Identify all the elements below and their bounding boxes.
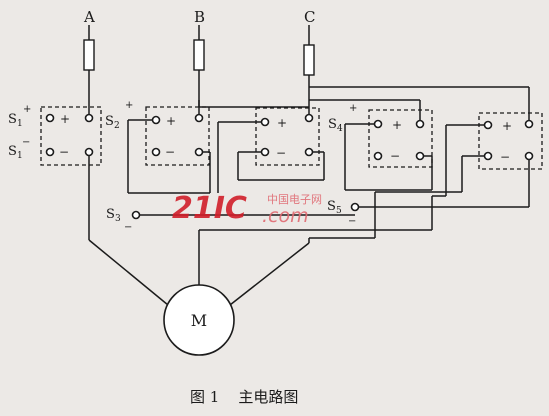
phase-c-feed — [303, 25, 315, 118]
watermark-domain: .com — [262, 205, 309, 227]
phase-label-c: C — [304, 8, 315, 26]
terminal — [45, 147, 55, 157]
switch-label-s1-bottom: S 1 − — [8, 137, 30, 161]
terminal — [304, 113, 314, 123]
plus-sign: + — [502, 119, 512, 133]
svg-text:S: S — [8, 112, 17, 127]
fuse-b — [193, 39, 205, 71]
switch-box-s2 — [145, 106, 210, 166]
minus-sign: − — [124, 222, 132, 233]
svg-text:S: S — [8, 144, 17, 159]
plus-sign: + — [392, 118, 402, 132]
svg-text:1: 1 — [17, 119, 23, 129]
svg-text:3: 3 — [115, 214, 121, 224]
bus-wires — [198, 86, 530, 124]
watermark-site-name: 中国电子网 — [267, 193, 322, 206]
svg-text:5: 5 — [336, 206, 342, 216]
terminal — [260, 147, 270, 157]
switch-box-s4 — [368, 109, 433, 168]
minus-sign: − — [165, 145, 175, 159]
minus-sign: − — [390, 149, 400, 163]
terminal — [415, 151, 425, 161]
terminal — [524, 119, 534, 129]
terminal — [151, 147, 161, 157]
plus-sign: + — [60, 112, 70, 126]
switch-label-s2: S 2 + — [105, 100, 133, 131]
switch-label-s1-top: S 1 + — [8, 104, 31, 129]
minus-sign: − — [59, 145, 69, 159]
terminal — [260, 117, 270, 127]
plus-sign: + — [23, 104, 31, 115]
polarity-marks: + − + − + − + − + − — [59, 112, 512, 164]
terminal — [415, 119, 425, 129]
switch-box-c1 — [255, 107, 320, 166]
switch-box-c2 — [478, 112, 543, 170]
plus-sign: + — [277, 116, 287, 130]
terminal-s3 — [131, 210, 141, 220]
switch-label-s4: S 4 + — [328, 103, 357, 134]
motor: M — [163, 284, 235, 356]
terminal — [151, 115, 161, 125]
watermark: 21IC 中国电子网 .com — [172, 191, 322, 227]
phase-a-feed — [83, 25, 95, 118]
terminal — [373, 151, 383, 161]
terminal — [194, 147, 204, 157]
svg-text:S: S — [105, 114, 114, 129]
plus-sign: + — [349, 103, 357, 114]
figure-caption: 图 1 主电路图 — [190, 388, 298, 406]
fuse-a — [83, 39, 95, 71]
switch-box-s1 — [40, 106, 102, 166]
terminal — [373, 119, 383, 129]
terminals — [45, 113, 534, 220]
terminal — [45, 113, 55, 123]
phase-label-a: A — [83, 8, 95, 26]
minus-sign: − — [276, 146, 286, 160]
watermark-logo: 21IC — [172, 191, 247, 226]
phase-label-b: B — [194, 8, 205, 26]
terminal — [483, 151, 493, 161]
motor-circle — [163, 284, 235, 356]
fuse-c — [303, 44, 315, 76]
minus-sign: − — [348, 216, 356, 227]
terminal — [84, 147, 94, 157]
svg-text:S: S — [327, 199, 336, 214]
terminal — [304, 147, 314, 157]
terminal-s5 — [350, 202, 360, 212]
plus-sign: + — [166, 114, 176, 128]
terminal — [524, 151, 534, 161]
switch-label-s3: S 3 − — [106, 207, 132, 233]
minus-sign: − — [500, 150, 510, 164]
minus-sign: − — [22, 137, 30, 148]
terminal — [483, 120, 493, 130]
svg-text:S: S — [328, 117, 337, 132]
svg-text:2: 2 — [114, 121, 120, 131]
terminal — [84, 113, 94, 123]
motor-label: M — [191, 311, 207, 330]
svg-text:4: 4 — [337, 124, 343, 134]
interconnect-wires — [88, 119, 530, 306]
plus-sign: + — [125, 100, 133, 111]
terminal — [194, 113, 204, 123]
svg-text:1: 1 — [17, 151, 23, 161]
svg-text:S: S — [106, 207, 115, 222]
switch-label-s5: S 5 − — [327, 199, 356, 227]
